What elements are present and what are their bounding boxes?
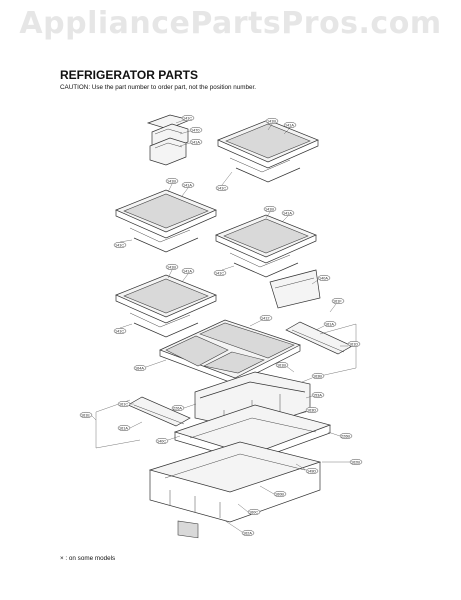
svg-text:153A: 153A bbox=[313, 393, 322, 397]
callout-27: 161A bbox=[117, 421, 143, 432]
svg-text:161B: 161B bbox=[277, 363, 286, 367]
callout-4: 141B bbox=[265, 117, 279, 131]
crisper-cover bbox=[159, 319, 301, 385]
bottom-drawer bbox=[148, 441, 322, 539]
callout-28: 226A bbox=[171, 403, 197, 412]
watermark: AppliancePartsPros.com bbox=[19, 6, 442, 41]
callout-35: 160C bbox=[237, 503, 261, 516]
callout-16: 141C bbox=[113, 323, 133, 335]
svg-text:161F: 161F bbox=[333, 299, 342, 303]
rail-left bbox=[127, 396, 191, 427]
shelf-2 bbox=[115, 189, 217, 253]
footnote: × : on some models bbox=[60, 555, 116, 562]
svg-text:161A: 161A bbox=[325, 322, 334, 326]
callout-26: 161C bbox=[117, 400, 134, 408]
shelf-4 bbox=[115, 274, 217, 338]
cover-140a bbox=[269, 269, 321, 309]
callout-21: 164A bbox=[133, 359, 167, 372]
callout-15: 141A bbox=[181, 267, 195, 283]
svg-text:162A: 162A bbox=[243, 531, 252, 535]
shelf-1 bbox=[217, 119, 319, 183]
svg-text:141B: 141B bbox=[265, 207, 274, 211]
callout-18: 161A bbox=[315, 320, 337, 331]
callout-9: 141C bbox=[113, 239, 133, 249]
egg-tray bbox=[146, 114, 192, 166]
callout-25: 161E bbox=[79, 411, 97, 421]
svg-text:141B: 141B bbox=[167, 179, 176, 183]
svg-text:141C: 141C bbox=[215, 271, 224, 275]
svg-text:1470: 1470 bbox=[191, 128, 199, 132]
svg-text:160C: 160C bbox=[249, 510, 258, 514]
shelf-3 bbox=[215, 214, 317, 278]
svg-text:161A: 161A bbox=[119, 426, 128, 430]
svg-text:141C: 141C bbox=[115, 329, 124, 333]
callout-2: 1470 bbox=[179, 126, 203, 135]
svg-text:1412: 1412 bbox=[261, 316, 269, 320]
callout-20: 1412 bbox=[249, 314, 273, 327]
svg-text:141A: 141A bbox=[285, 123, 294, 127]
callout-14: 141B bbox=[165, 263, 179, 279]
svg-text:141A: 141A bbox=[183, 183, 192, 187]
svg-text:141A: 141A bbox=[283, 211, 292, 215]
callout-8: 141A bbox=[181, 181, 195, 197]
callout-13: 140A bbox=[311, 274, 331, 285]
callout-22: 161B bbox=[275, 361, 295, 373]
callout-19: 161D bbox=[340, 340, 361, 348]
svg-text:140A: 140A bbox=[319, 276, 328, 280]
svg-text:161E: 161E bbox=[81, 413, 90, 417]
rail-right bbox=[285, 321, 353, 355]
callout-32: 149D bbox=[295, 463, 319, 475]
callout-3: 141A bbox=[179, 138, 203, 147]
svg-text:160B: 160B bbox=[275, 492, 284, 496]
svg-text:226B: 226B bbox=[341, 434, 350, 438]
callout-23: 163B bbox=[301, 372, 325, 383]
callout-10: 141B bbox=[263, 205, 277, 219]
svg-text:163D: 163D bbox=[307, 408, 316, 412]
caution-note: CAUTION: Use the part number to order pa… bbox=[60, 84, 256, 91]
svg-text:162B: 162B bbox=[351, 460, 360, 464]
svg-text:163B: 163B bbox=[313, 374, 322, 378]
callout-29: 140C bbox=[155, 435, 181, 445]
svg-text:141B: 141B bbox=[167, 265, 176, 269]
callout-24: 153A bbox=[305, 391, 325, 399]
svg-text:161C: 161C bbox=[119, 402, 128, 406]
svg-text:140C: 140C bbox=[157, 439, 166, 443]
callout-12: 141C bbox=[213, 265, 235, 277]
callout-30: 163D bbox=[297, 406, 319, 415]
svg-text:141B: 141B bbox=[267, 119, 276, 123]
svg-text:164A: 164A bbox=[135, 366, 144, 370]
callouts: 141C 1470 141A 141B 141A 141C 141B 141A … bbox=[79, 114, 363, 537]
svg-text:161D: 161D bbox=[349, 342, 358, 346]
callout-34: 160B bbox=[259, 485, 287, 498]
callout-5: 141A bbox=[283, 121, 297, 135]
svg-text:141C: 141C bbox=[183, 116, 192, 120]
callout-36: 162A bbox=[223, 519, 255, 537]
svg-text:141A: 141A bbox=[183, 269, 192, 273]
callout-7: 141B bbox=[165, 177, 179, 193]
callout-33: 162B bbox=[322, 458, 363, 466]
callout-17: 161F bbox=[329, 297, 345, 313]
callout-6: 141C bbox=[215, 171, 233, 192]
svg-text:141C: 141C bbox=[217, 186, 226, 190]
svg-text:141C: 141C bbox=[115, 243, 124, 247]
callout-11: 141A bbox=[281, 209, 295, 223]
svg-text:149D: 149D bbox=[307, 469, 316, 473]
svg-text:141A: 141A bbox=[191, 140, 200, 144]
callout-1: 141C bbox=[175, 114, 195, 124]
svg-text:226A: 226A bbox=[173, 406, 182, 410]
page-title: REFRIGERATOR PARTS bbox=[60, 68, 199, 82]
callout-31: 226B bbox=[327, 431, 353, 440]
